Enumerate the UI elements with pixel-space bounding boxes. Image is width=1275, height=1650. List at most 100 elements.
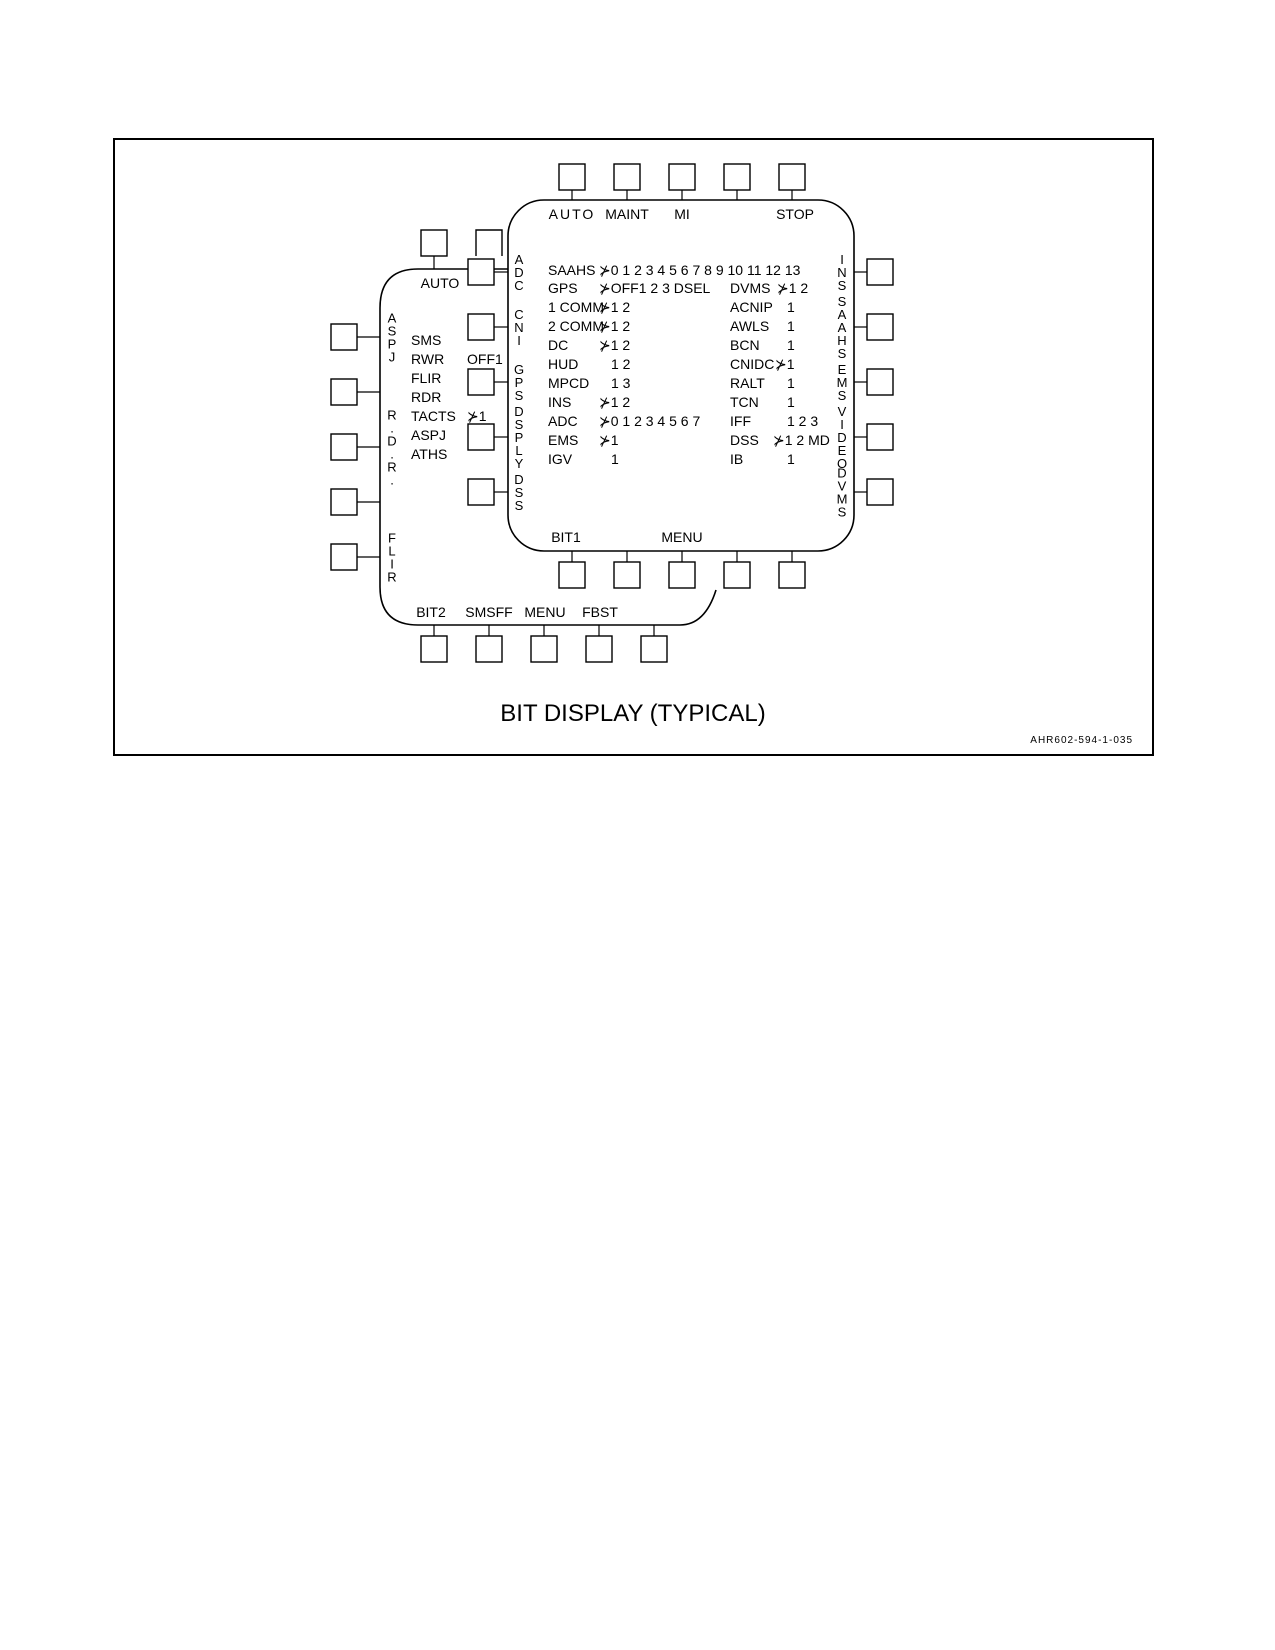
pushbutton-back-bit2[interactable] (420, 625, 448, 663)
row-value: 1 (787, 337, 795, 353)
back-panel-labels: AUTO OFF1 BIT2 SMSFF MENU FBST (416, 275, 618, 620)
pushbutton-back-top-2[interactable] (475, 229, 503, 256)
pushbutton-adc[interactable] (467, 258, 508, 286)
pushbutton-back-menu[interactable] (530, 625, 558, 663)
row-name: MPCD (548, 375, 589, 391)
row-name: TCN (730, 394, 759, 410)
row-value: ⊁1 2 (599, 318, 630, 334)
label-menu: MENU (661, 529, 702, 545)
label-stop: STOP (776, 206, 814, 222)
label-back-fbst: FBST (582, 604, 618, 620)
pushbutton-saahs[interactable] (854, 313, 894, 341)
pushbutton-bottom-5[interactable] (778, 551, 806, 589)
pushbutton-dsply[interactable] (467, 423, 508, 451)
row-value: 1 (787, 451, 795, 467)
row-value: ⊁1 2 MD (773, 432, 830, 448)
label-back-off1: OFF1 (467, 351, 503, 367)
row-name: SAAHS (548, 262, 595, 278)
row-value: ⊁1 2 (777, 280, 808, 296)
row-value: 1 (787, 375, 795, 391)
row-value: ⊁1 2 (599, 394, 630, 410)
pushbutton-top-4[interactable] (723, 163, 751, 200)
row-name: DSS (730, 432, 759, 448)
pushbutton-stop[interactable] (778, 163, 806, 200)
pushbutton-menu[interactable] (668, 551, 696, 589)
front-bottom-labels: BIT1 MENU (551, 529, 702, 545)
pushbutton-bottom-4[interactable] (723, 551, 751, 589)
pushbutton-back-fbst[interactable] (585, 625, 613, 663)
front-top-labels: AUTO MAINT MI STOP (549, 206, 814, 222)
front-display-outline (507, 199, 855, 552)
back-left-vlabel-1: R.D.R. (387, 408, 396, 488)
list-item: FLIR (411, 370, 441, 386)
pushbutton-mi[interactable] (668, 163, 696, 200)
list-item-value: ⊁1 (467, 408, 487, 424)
row-name: IGV (548, 451, 573, 467)
pushbutton-back-rdr[interactable] (330, 433, 380, 461)
pushbutton-back-flir[interactable] (330, 543, 380, 571)
front-right-buttons (854, 258, 894, 506)
list-item: TACTS (411, 408, 456, 424)
row-name: DVMS (730, 280, 770, 296)
figure-id: AHR602-594-1-035 (1030, 735, 1133, 746)
pushbutton-bottom-2[interactable] (613, 551, 641, 589)
pushbutton-cni[interactable] (467, 313, 508, 341)
back-left-buttons (330, 323, 380, 571)
pushbutton-back-aspj[interactable] (330, 323, 380, 351)
pushbutton-gps[interactable] (467, 368, 508, 396)
row-name: IB (730, 451, 743, 467)
pushbutton-dss[interactable] (467, 478, 508, 506)
pushbutton-auto[interactable] (558, 163, 586, 200)
pushbutton-back-left-4[interactable] (330, 488, 380, 516)
row-name: IFF (730, 413, 751, 429)
pushbutton-ins[interactable] (854, 258, 894, 286)
back-top-buttons (420, 229, 503, 269)
row-name: ADC (548, 413, 578, 429)
label-maint: MAINT (605, 206, 649, 222)
pushbutton-back-left-2[interactable] (330, 378, 380, 406)
row-value: 1 (787, 318, 795, 334)
row-value: ⊁1 (599, 432, 619, 448)
row-name: DC (548, 337, 568, 353)
row-value: ⊁0 1 2 3 4 5 6 7 8 9 10 11 12 13 (599, 262, 801, 278)
pushbutton-back-smsff[interactable] (475, 625, 503, 663)
pushbutton-ems[interactable] (854, 368, 894, 396)
row-name: GPS (548, 280, 578, 296)
list-item: RDR (411, 389, 441, 405)
label-back-auto: AUTO (421, 275, 460, 291)
label-auto: AUTO (549, 206, 596, 222)
pushbutton-back-auto[interactable] (420, 229, 448, 269)
row-value: 1 3 (611, 375, 631, 391)
pushbutton-video[interactable] (854, 423, 894, 451)
row-value: 1 (787, 394, 795, 410)
row-value: ⊁OFF1 2 3 DSEL (599, 280, 711, 296)
row-value: ⊁1 2 (599, 337, 630, 353)
front-top-buttons (558, 163, 806, 200)
row-name: AWLS (730, 318, 769, 334)
row-value: ⊁0 1 2 3 4 5 6 7 (599, 413, 700, 429)
label-back-bit2: BIT2 (416, 604, 446, 620)
pushbutton-bit1[interactable] (558, 551, 586, 589)
row-name: HUD (548, 356, 578, 372)
row-name: 2 COMM (548, 318, 604, 334)
row-value: ⊁1 2 (599, 299, 630, 315)
pushbutton-maint[interactable] (613, 163, 641, 200)
label-back-smsff: SMSFF (465, 604, 512, 620)
label-back-menu: MENU (524, 604, 565, 620)
front-left-rows: SAAHS ⊁0 1 2 3 4 5 6 7 8 9 10 11 12 13 G… (548, 262, 801, 467)
front-left-buttons (467, 258, 508, 506)
pushbutton-dvms[interactable] (854, 478, 894, 506)
pushbutton-back-bottom-5[interactable] (640, 625, 668, 663)
front-bottom-buttons (558, 551, 806, 589)
